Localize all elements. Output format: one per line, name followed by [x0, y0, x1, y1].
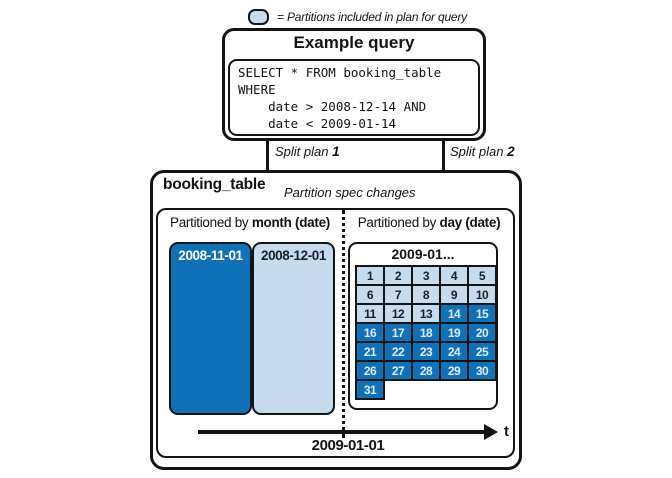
month-partition-header: Partitioned by month (date)	[162, 215, 338, 230]
sql-code: SELECT * FROM booking_table WHERE date >…	[238, 65, 442, 131]
split-plan-1-number: 1	[332, 144, 340, 159]
calendar-day-cell: 4	[439, 265, 469, 286]
split-plan-2-number: 2	[507, 144, 515, 159]
calendar-day-cell: 30	[467, 360, 497, 381]
calendar-day-cell: 16	[355, 322, 385, 343]
legend-label: = Partitions included in plan for query	[277, 10, 467, 24]
calendar-day-cell: 20	[467, 322, 497, 343]
calendar-day-cell: 22	[383, 341, 413, 362]
calendar-day-cell: 19	[439, 322, 469, 343]
booking-table-title: booking_table	[163, 176, 266, 193]
calendar-day-cell: 17	[383, 322, 413, 343]
calendar-day-cell: 31	[355, 379, 385, 400]
calendar-day-cell: 28	[411, 360, 441, 381]
calendar-day-cell: 23	[411, 341, 441, 362]
calendar-day-cell: 21	[355, 341, 385, 362]
calendar-day-cell: 9	[439, 284, 469, 305]
day-header-emphasis: day (date)	[439, 215, 501, 230]
calendar-day-cell: 15	[467, 303, 497, 324]
calendar-day-cell: 3	[411, 265, 441, 286]
day-partition-header: Partitioned by day (date)	[348, 215, 510, 230]
calendar-day-cell: 29	[439, 360, 469, 381]
calendar-day-cell: 26	[355, 360, 385, 381]
time-tick-label: 2009-01-01	[311, 437, 385, 454]
month-header-emphasis: month (date)	[251, 215, 330, 230]
calendar-day-cell: 18	[411, 322, 441, 343]
split-plan-1-arrow-line	[266, 141, 269, 198]
calendar-empty-cell	[412, 380, 440, 399]
calendar-day-cell: 25	[467, 341, 497, 362]
example-query-title: Example query	[293, 33, 415, 52]
partition-spec-changes-label: Partition spec changes	[284, 185, 416, 200]
calendar-day-cell: 24	[439, 341, 469, 362]
dotted-divider	[342, 210, 345, 438]
calendar-empty-cell	[468, 380, 496, 399]
calendar-day-cell: 7	[383, 284, 413, 305]
time-axis-line	[198, 430, 488, 434]
calendar-day-cell: 5	[467, 265, 497, 286]
calendar-day-cell: 6	[355, 284, 385, 305]
time-axis-arrowhead-icon	[484, 424, 498, 440]
calendar-day-cell: 10	[467, 284, 497, 305]
split-plan-2-label: Split plan 2	[450, 144, 515, 159]
calendar-empty-cell	[440, 380, 468, 399]
calendar-day-cell: 13	[411, 303, 441, 324]
partition-label: 2008-12-01	[260, 248, 327, 263]
day-calendar-title: 2009-01...	[391, 246, 455, 262]
calendar-empty-cell	[384, 380, 412, 399]
month-partition-2008-11-01: 2008-11-01	[169, 242, 252, 415]
calendar-day-cell: 8	[411, 284, 441, 305]
partition-pill-icon	[248, 9, 269, 25]
month-header-prefix: Partitioned by	[170, 215, 252, 230]
calendar-day-cell: 27	[383, 360, 413, 381]
calendar-day-cell: 14	[439, 303, 469, 324]
month-partition-2008-12-01: 2008-12-01	[252, 242, 335, 415]
split-plan-2-arrow-line	[442, 141, 445, 198]
calendar-day-cell: 1	[355, 265, 385, 286]
split-plan-1-label: Split plan 1	[275, 144, 340, 159]
sql-code-box: SELECT * FROM booking_table WHERE date >…	[228, 59, 480, 136]
calendar-day-cell: 12	[383, 303, 413, 324]
time-axis-label: t	[504, 423, 509, 440]
partition-label: 2008-11-01	[178, 248, 243, 263]
calendar-day-cell: 11	[355, 303, 385, 324]
split-plan-2-text: Split plan	[450, 144, 504, 159]
calendar-day-cell: 2	[383, 265, 413, 286]
day-header-prefix: Partitioned by	[357, 215, 440, 230]
split-plan-1-text: Split plan	[275, 144, 329, 159]
